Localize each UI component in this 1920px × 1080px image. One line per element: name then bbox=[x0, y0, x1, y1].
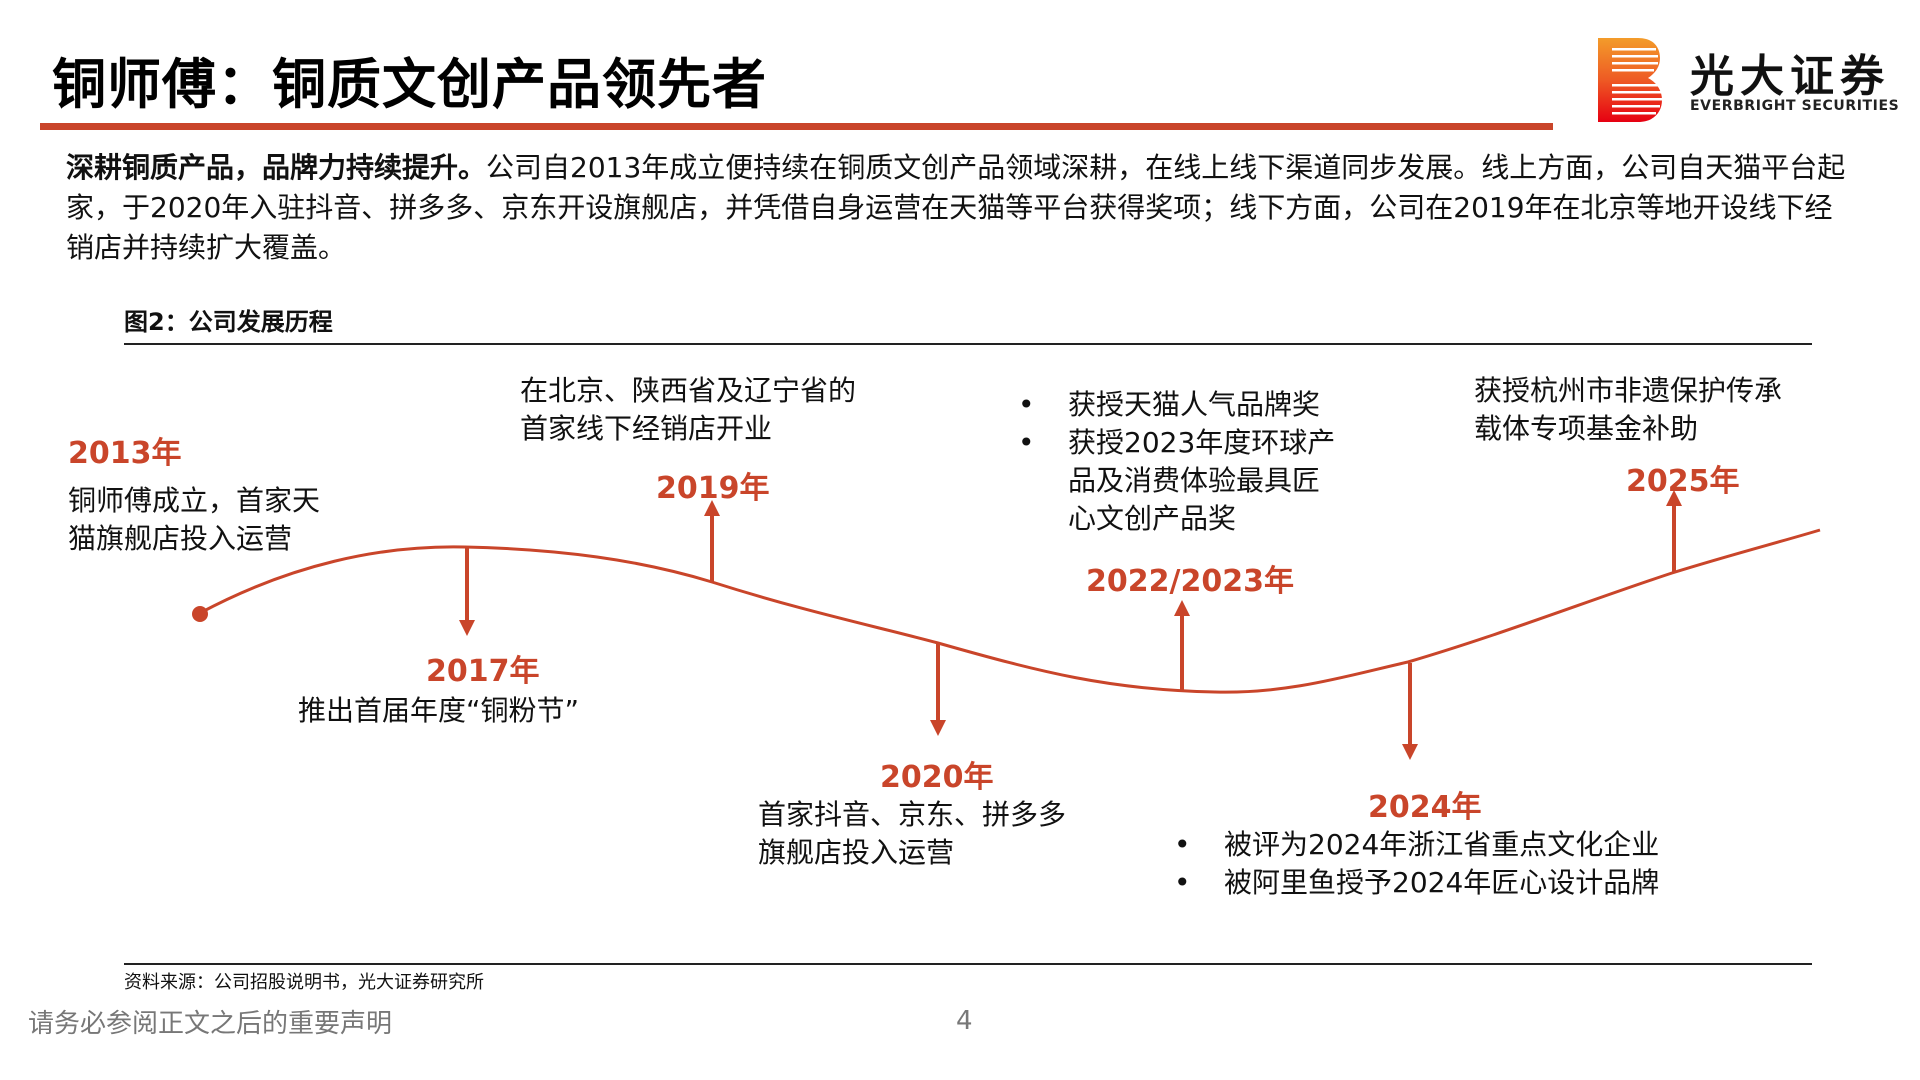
milestone-desc-2020: 首家抖音、京东、拼多多 旗舰店投入运营 bbox=[758, 798, 1067, 869]
intro-paragraph: 深耕铜质产品，品牌力持续提升。公司自2013年成立便持续在铜质文创产品领域深耕，… bbox=[66, 148, 1856, 268]
brand-name-en: EVERBRIGHT SECURITIES bbox=[1690, 98, 1900, 114]
page-number: 4 bbox=[956, 1006, 973, 1036]
bullet-item: 被评为2024年浙江省重点文化企业 bbox=[1174, 826, 1659, 864]
milestone-desc-2022-2023: 获授天猫人气品牌奖 获授2023年度环球产 品及消费体验最具匠 心文创产品奖 bbox=[1018, 386, 1335, 538]
figure-source: 资料来源：公司招股说明书，光大证券研究所 bbox=[124, 972, 484, 993]
start-dot bbox=[192, 606, 208, 622]
title-divider bbox=[40, 123, 1553, 130]
figure-bottom-rule bbox=[124, 963, 1812, 965]
everbright-b-logo-icon bbox=[1598, 38, 1662, 122]
milestone-desc-2019: 在北京、陕西省及辽宁省的 首家线下经销店开业 bbox=[520, 374, 857, 445]
intro-body: 公司自2013年成立便持续在铜质文创产品领域深耕，在线上线下渠道同步发展。线上方… bbox=[66, 151, 1846, 264]
intro-lead: 深耕铜质产品，品牌力持续提升。 bbox=[66, 151, 487, 184]
bullet-item: 获授天猫人气品牌奖 bbox=[1018, 386, 1335, 424]
brand-logo: 光大证券 EVERBRIGHT SECURITIES bbox=[1598, 38, 1900, 122]
milestone-year-2020: 2020年 bbox=[880, 760, 994, 795]
milestone-desc-2025: 获授杭州市非遗保护传承 载体专项基金补助 bbox=[1474, 374, 1783, 445]
bullet-item: 被阿里鱼授予2024年匠心设计品牌 bbox=[1174, 864, 1659, 902]
bullet-item: 获授2023年度环球产 品及消费体验最具匠 心文创产品奖 bbox=[1018, 424, 1335, 538]
milestone-year-2019: 2019年 bbox=[656, 471, 770, 506]
figure-top-rule bbox=[124, 343, 1812, 345]
milestone-2017: 2017年 bbox=[426, 646, 540, 690]
footer-disclaimer: 请务必参阅正文之后的重要声明 bbox=[28, 1009, 393, 1039]
page-title: 铜师傅：铜质文创产品领先者 bbox=[52, 53, 767, 116]
milestone-year: 2013年 bbox=[68, 436, 182, 471]
milestone-year-2024: 2024年 bbox=[1368, 790, 1482, 825]
milestone-year-2022-2023: 2022/2023年 bbox=[1086, 564, 1294, 599]
milestone-desc: 铜师傅成立，首家天 猫旗舰店投入运营 bbox=[68, 484, 321, 555]
milestone-year: 2017年 bbox=[426, 654, 540, 689]
brand-name-cn: 光大证券 bbox=[1690, 51, 1890, 102]
milestone-2013: 2013年 铜师傅成立，首家天 猫旗舰店投入运营 bbox=[68, 428, 320, 558]
milestone-year-2025: 2025年 bbox=[1626, 464, 1740, 499]
milestone-desc-2024: 被评为2024年浙江省重点文化企业 被阿里鱼授予2024年匠心设计品牌 bbox=[1174, 826, 1659, 902]
milestone-desc-2017: 推出首届年度“铜粉节” bbox=[298, 694, 580, 727]
figure-title: 图2：公司发展历程 bbox=[124, 308, 333, 336]
